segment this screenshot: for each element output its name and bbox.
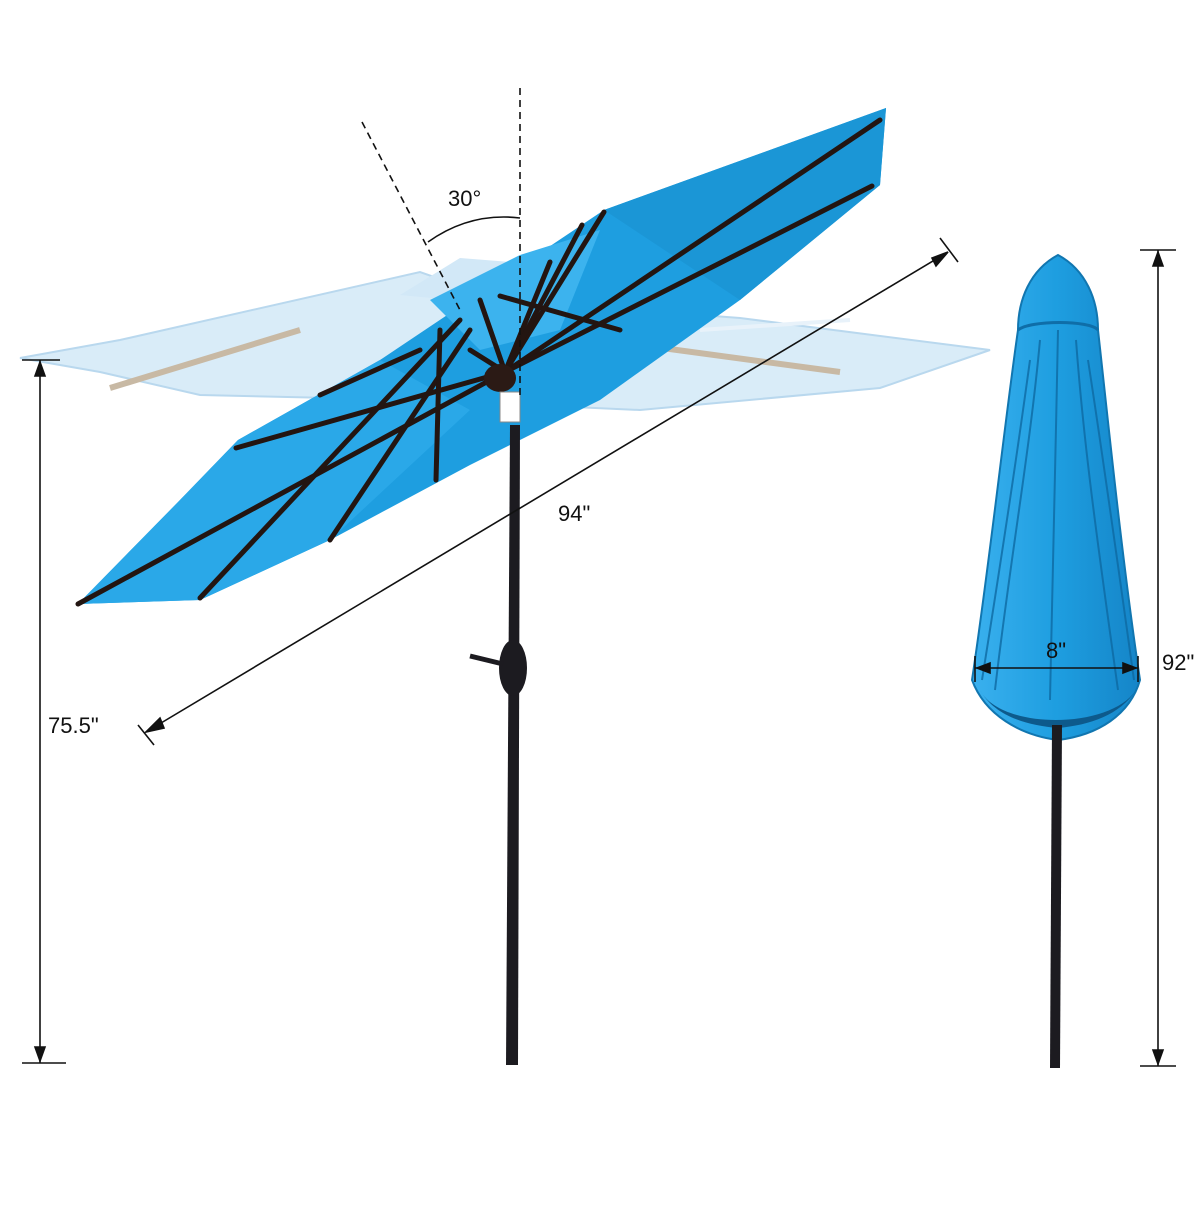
dimension-lines xyxy=(22,88,1176,1067)
closed-umbrella xyxy=(970,253,1142,1068)
canopy-span-label: 94" xyxy=(558,501,591,526)
tilt-angle-arc xyxy=(427,216,521,243)
span-dimension-line xyxy=(145,251,949,733)
tilted-umbrella-pole xyxy=(469,425,527,1065)
tilt-angle-label: 30° xyxy=(448,186,482,211)
closed-umbrella-pole xyxy=(1050,725,1062,1068)
closed-width-label: 8" xyxy=(1046,638,1067,663)
tilted-umbrella-canopy xyxy=(75,108,886,607)
closed-height-label: 92" xyxy=(1162,650,1195,675)
canopy-ribs xyxy=(75,117,883,607)
tilted-height-label: 75.5" xyxy=(48,713,99,738)
